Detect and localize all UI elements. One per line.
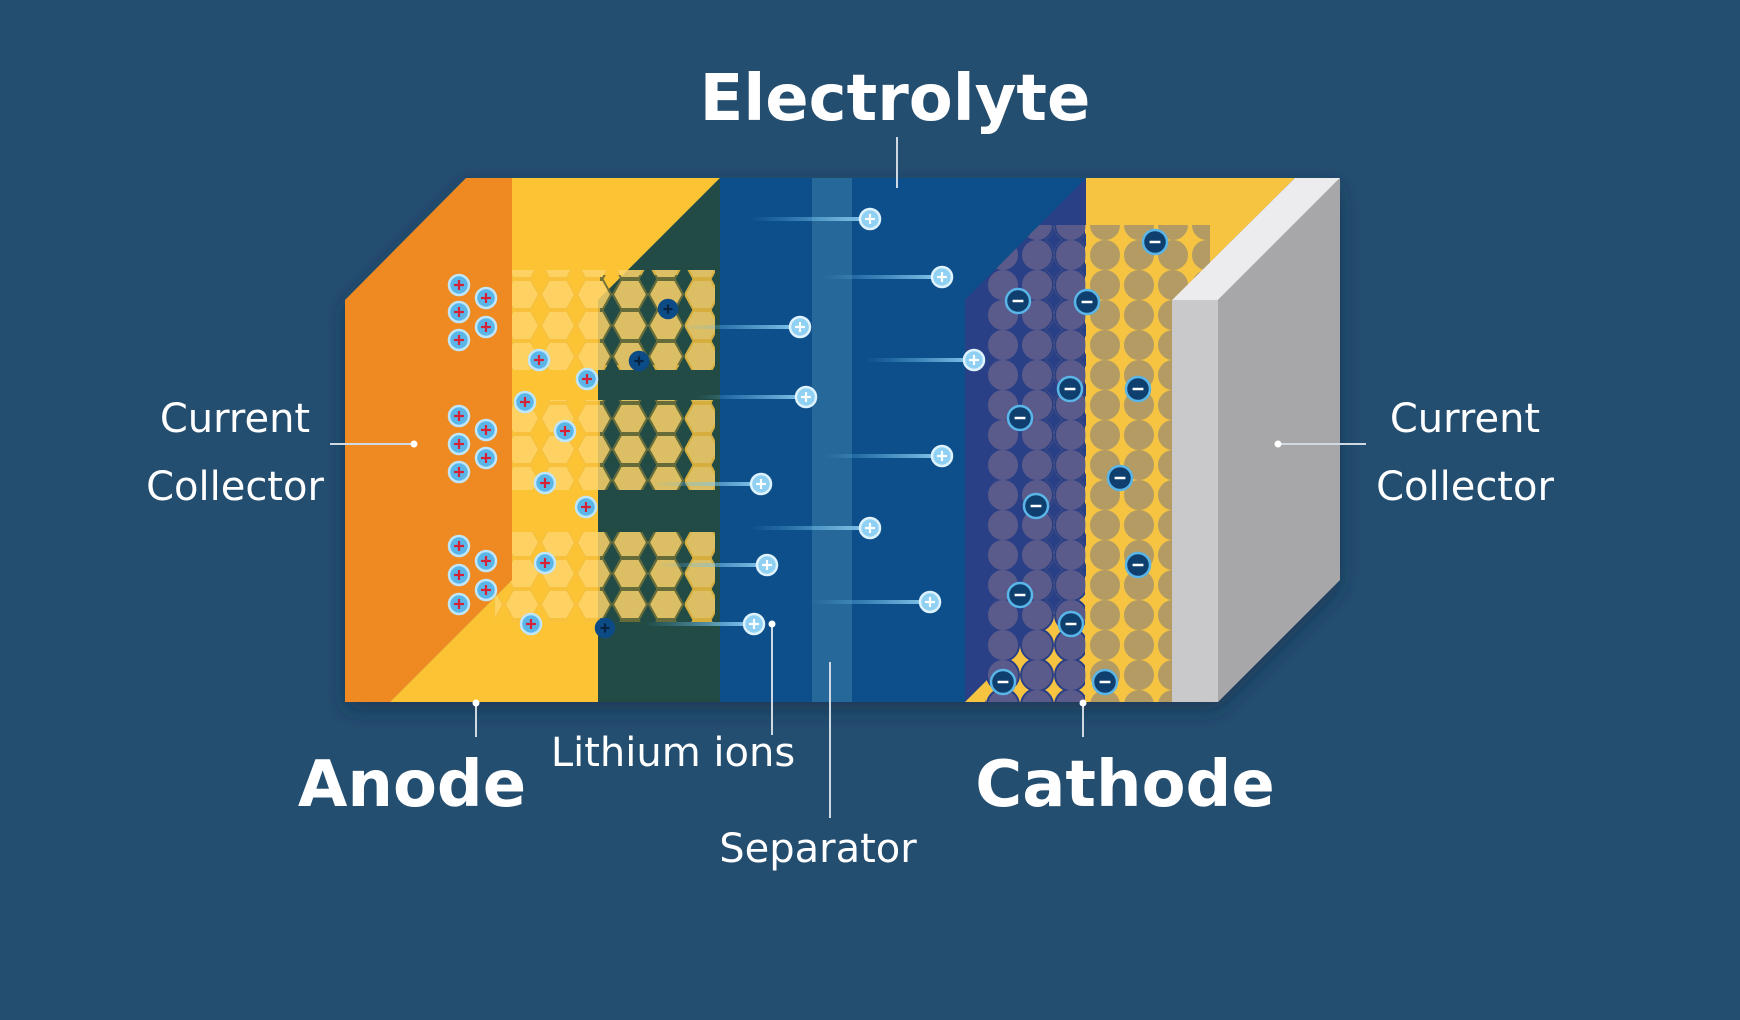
right-collector-label-line1: Current	[1390, 396, 1540, 442]
anode-lithium-ions	[447, 273, 679, 639]
ion-trail	[696, 395, 806, 399]
minus-circle-icon	[1124, 551, 1152, 579]
plus-circle-icon	[447, 534, 471, 558]
plus-circle-icon	[858, 516, 882, 540]
minus-circle-icon	[1056, 375, 1084, 403]
plus-circle-icon	[755, 553, 779, 577]
plus-circle-icon	[794, 385, 818, 409]
plus-circle-icon	[447, 563, 471, 587]
plus-circle-icon	[474, 446, 498, 470]
plus-circle-icon	[749, 472, 773, 496]
plus-circle-icon	[474, 549, 498, 573]
leader-dots	[410, 440, 1282, 707]
cathode-label: Cathode	[975, 748, 1275, 822]
plus-circle-icon	[553, 419, 577, 443]
plus-circle-icon	[447, 432, 471, 456]
minus-circle-icon	[1022, 492, 1050, 520]
plus-circle-icon	[447, 592, 471, 616]
plus-circle-icon	[858, 207, 882, 231]
plus-circle-icon	[447, 404, 471, 428]
minus-circle-icon	[1106, 464, 1134, 492]
plus-circle-icon	[519, 612, 543, 636]
plus-circle-icon	[657, 298, 679, 320]
plus-circle-icon	[447, 273, 471, 297]
electrolyte-label: Electrolyte	[700, 62, 1091, 136]
ion-trail	[644, 622, 754, 626]
plus-circle-icon	[527, 348, 551, 372]
minus-circle-icon	[1004, 287, 1032, 315]
minus-circle-icon	[1057, 610, 1085, 638]
plus-circle-icon	[533, 471, 557, 495]
plus-circle-icon	[594, 617, 616, 639]
left-collector-label-line2: Collector	[146, 464, 324, 510]
cathode-collector-side	[1218, 178, 1340, 702]
right-collector-label-line2: Collector	[1376, 464, 1554, 510]
anode-label: Anode	[298, 748, 526, 822]
plus-circle-icon	[447, 460, 471, 484]
separator-label: Separator	[719, 826, 917, 872]
cathode-collector-top	[1172, 178, 1340, 300]
plus-circle-icon	[962, 348, 986, 372]
plus-circle-icon	[474, 286, 498, 310]
separator-membrane	[812, 178, 852, 702]
ion-trail	[822, 275, 942, 279]
minus-circle-icon	[1091, 668, 1119, 696]
plus-circle-icon	[474, 315, 498, 339]
plus-circle-icon	[575, 367, 599, 391]
cathode-electrons	[989, 228, 1169, 696]
minus-circle-icon	[989, 668, 1017, 696]
plus-circle-icon	[574, 495, 598, 519]
ion-trail	[657, 563, 767, 567]
left-collector-label-line1: Current	[160, 396, 310, 442]
anode-graphite-dark	[600, 275, 685, 622]
minus-circle-icon	[1006, 581, 1034, 609]
plus-circle-icon	[628, 350, 650, 372]
plus-circle-icon	[447, 328, 471, 352]
electrolyte-lithium-ions	[644, 207, 986, 636]
plus-circle-icon	[474, 418, 498, 442]
minus-circle-icon	[1073, 288, 1101, 316]
lithium-ions-label: Lithium ions	[551, 730, 795, 776]
plus-circle-icon	[742, 612, 766, 636]
minus-circle-icon	[1006, 404, 1034, 432]
leader-lines	[330, 137, 1366, 818]
ion-trail	[864, 358, 974, 362]
plus-circle-icon	[513, 390, 537, 414]
plus-circle-icon	[474, 578, 498, 602]
ion-trail	[680, 325, 800, 329]
ion-trail	[822, 454, 942, 458]
anode-current-collector	[345, 178, 512, 702]
ion-trail	[651, 482, 761, 486]
plus-circle-icon	[918, 590, 942, 614]
ion-trail	[750, 526, 870, 530]
plus-circle-icon	[930, 265, 954, 289]
ion-trail	[750, 217, 870, 221]
minus-circle-icon	[1141, 228, 1169, 256]
cathode-current-collector	[1172, 300, 1218, 702]
plus-circle-icon	[533, 551, 557, 575]
plus-circle-icon	[930, 444, 954, 468]
plus-circle-icon	[447, 300, 471, 324]
ion-trail	[810, 600, 930, 604]
plus-circle-icon	[788, 315, 812, 339]
minus-circle-icon	[1124, 375, 1152, 403]
